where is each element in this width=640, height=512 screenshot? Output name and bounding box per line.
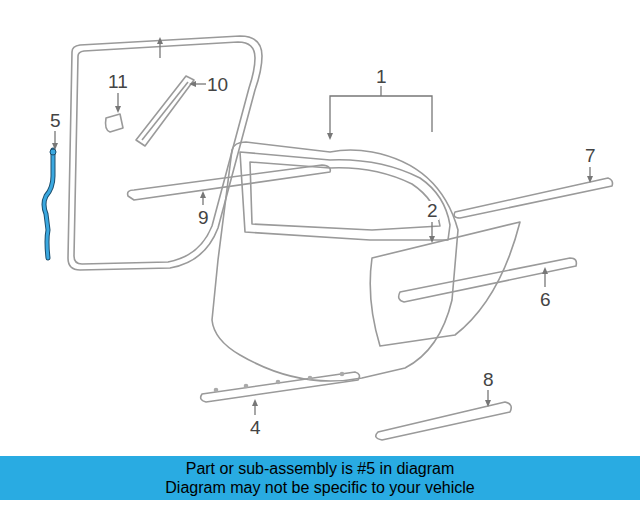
door-window-frame: [240, 152, 450, 240]
callout-number: 5: [49, 111, 62, 130]
callout-number: 6: [539, 290, 552, 309]
callout-number: 7: [584, 146, 597, 165]
callout-number: 11: [107, 72, 129, 91]
callout-number: 1: [375, 67, 388, 86]
trim-strip: [136, 76, 194, 146]
callout-number: 8: [482, 370, 495, 389]
belt-moulding: [128, 165, 331, 200]
highlighted-rod: [44, 149, 56, 258]
rocker-strip: [201, 372, 360, 402]
callout-number: 9: [197, 208, 210, 227]
door-window: [250, 162, 440, 230]
weatherstrip-inner: [74, 42, 255, 264]
info-band: Part or sub-assembly is #5 in diagramDia…: [0, 456, 640, 500]
weatherstrip: [68, 36, 262, 270]
clip-part: [106, 114, 124, 132]
band-text: Part or sub-assembly is #5 in diagram: [186, 459, 455, 478]
callout-number: 2: [426, 201, 439, 220]
callout-number: 10: [206, 75, 229, 94]
callout-number: 4: [249, 418, 262, 437]
door-outline: [212, 142, 458, 381]
lower-moulding: [376, 402, 511, 440]
moulding: [454, 178, 612, 218]
door-panel: [370, 222, 520, 346]
trim-strip-detail: [142, 82, 188, 140]
band-text: Diagram may not be specific to your vehi…: [165, 478, 474, 497]
